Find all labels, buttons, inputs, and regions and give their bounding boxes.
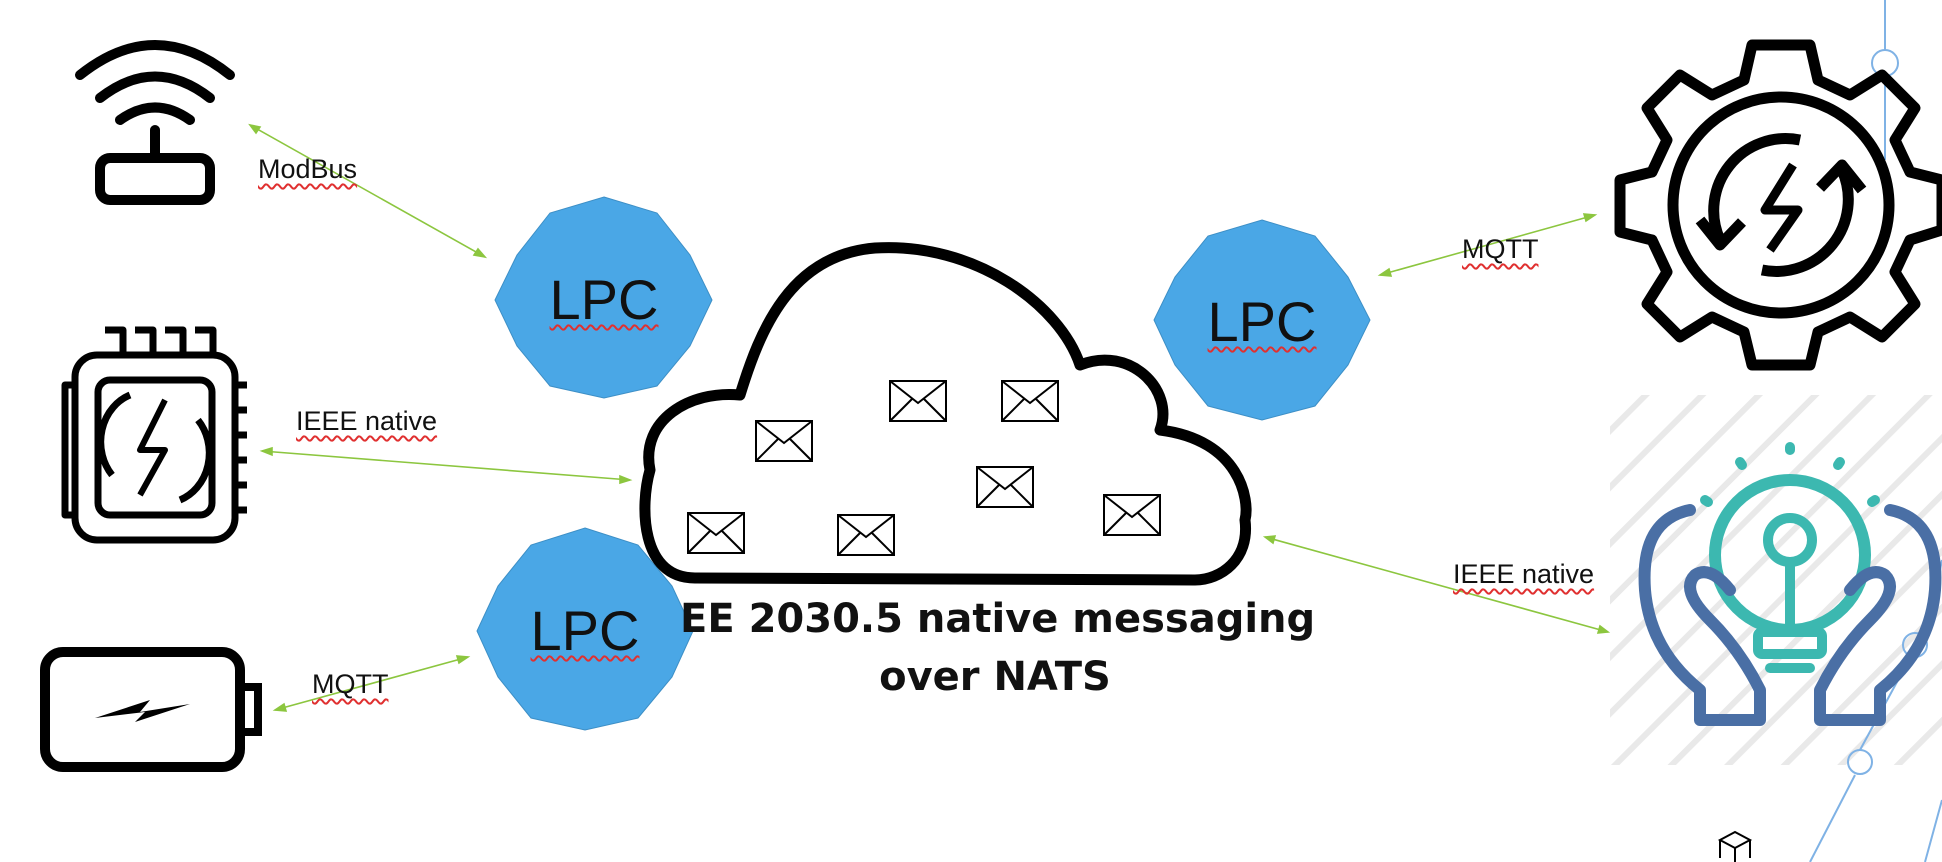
link-label-mqtt-left: MQTT [312,669,389,699]
cloud-caption-line1: EE 2030.5 native messaging [680,596,1316,642]
envelope-icon [1103,494,1161,536]
link-label-ieee-left: IEEE native [296,406,438,436]
lpc-node-top-left [494,196,713,399]
chip-energy-icon [61,326,247,544]
cube-icon [1717,830,1753,862]
gear-energy-icon [1614,39,1942,371]
lpc-node-right [1153,219,1371,421]
envelope-icon [755,420,813,462]
connection-lines [248,123,1611,712]
envelope-icon [837,514,895,556]
envelope-icon [687,512,745,554]
cloud-caption-line2: over NATS [879,654,1111,700]
link-label-mqtt-right: MQTT [1462,234,1539,264]
envelope-icon [976,466,1034,508]
lpc-label-right: LPC [1207,290,1317,353]
lpc-label-top-left: LPC [549,268,659,331]
cloud-caption: EE 2030.5 native messaging over NATS [680,590,1316,706]
link-label-modbus: ModBus [258,154,358,184]
envelope-icon [1001,380,1059,422]
lpc-label-bottom-left: LPC [530,599,640,662]
envelope-icon [889,380,947,422]
lightbulb-hands-icon [1638,442,1942,726]
lpc-node-bottom-left [476,527,694,731]
battery-icon [40,647,262,772]
link-label-ieee-right: IEEE native [1453,559,1595,589]
wifi-router-icon [75,40,235,205]
